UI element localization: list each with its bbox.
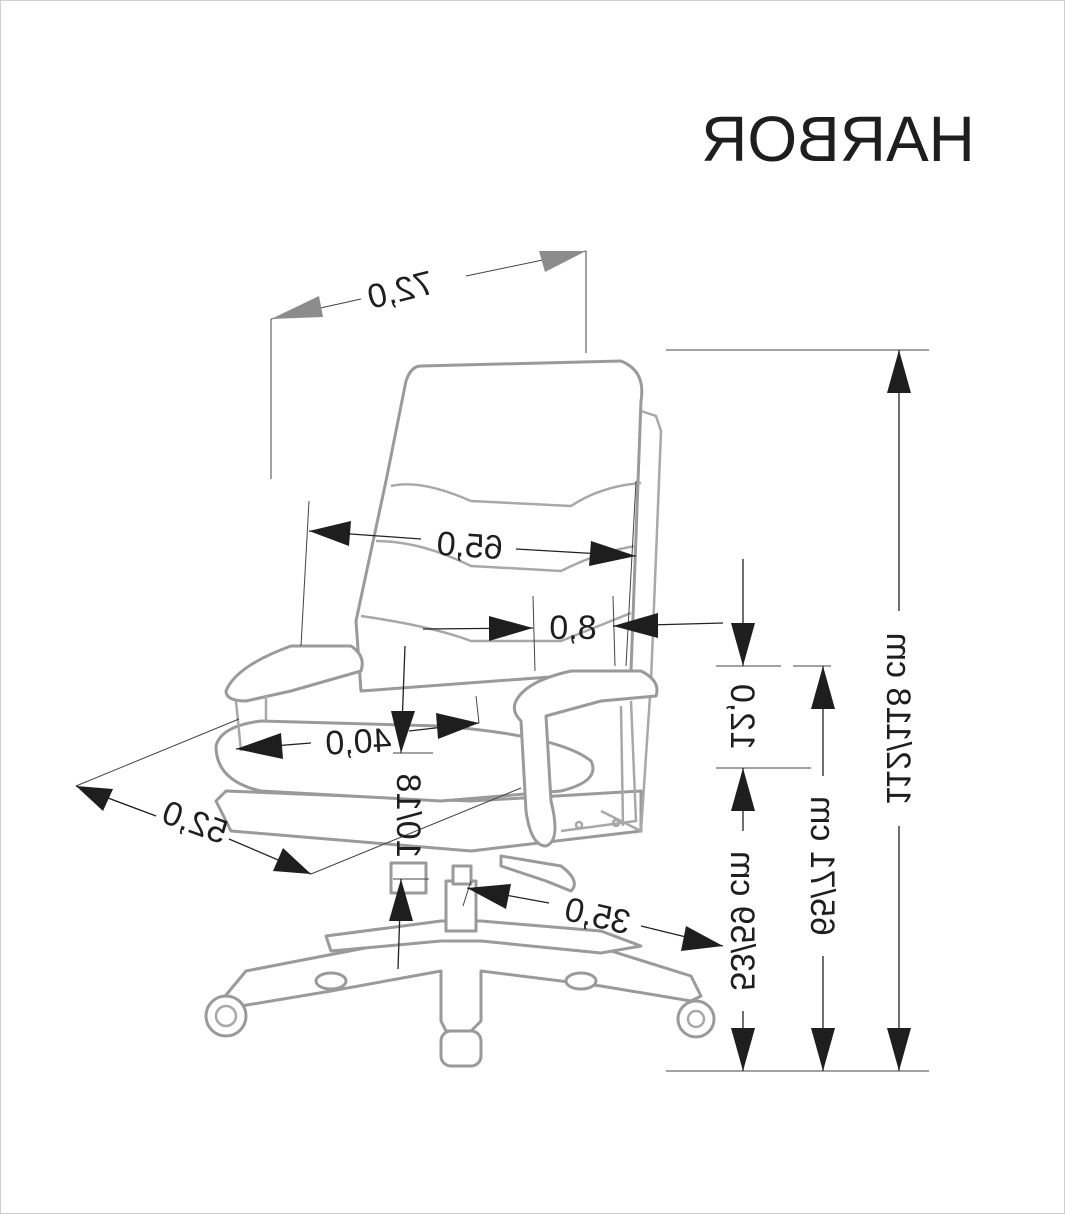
seat-cushion [214, 719, 595, 803]
arrow-head [271, 296, 323, 319]
arrow-head [539, 251, 586, 272]
caster-front [439, 1029, 483, 1068]
label-armrest-width: 8,0 [549, 609, 596, 647]
caster-left [204, 994, 248, 1038]
label-armrest-above-seat: 12,0 [723, 684, 761, 750]
label-seat-width: 40,0 [324, 721, 392, 762]
label-armrest-height: 65/71 cm [803, 796, 841, 936]
armrest-right [512, 669, 659, 848]
backrest-frame [600, 409, 663, 833]
backrest [354, 359, 644, 693]
label-overall-depth: 72,0 [364, 264, 437, 317]
product-title: HARBOR [701, 103, 975, 175]
tilt-lever [499, 854, 576, 893]
label-total-height: 112/118 cm [879, 633, 917, 806]
armrest-left [224, 644, 364, 703]
caster-right [676, 999, 716, 1039]
label-seat-adjust: 10/18 [389, 773, 427, 858]
label-backrest-width: 65,0 [435, 525, 504, 568]
label-seat-height: 53/59 cm [723, 851, 761, 991]
dimension-lines [75, 250, 929, 1072]
chair-illustration [204, 359, 716, 1068]
